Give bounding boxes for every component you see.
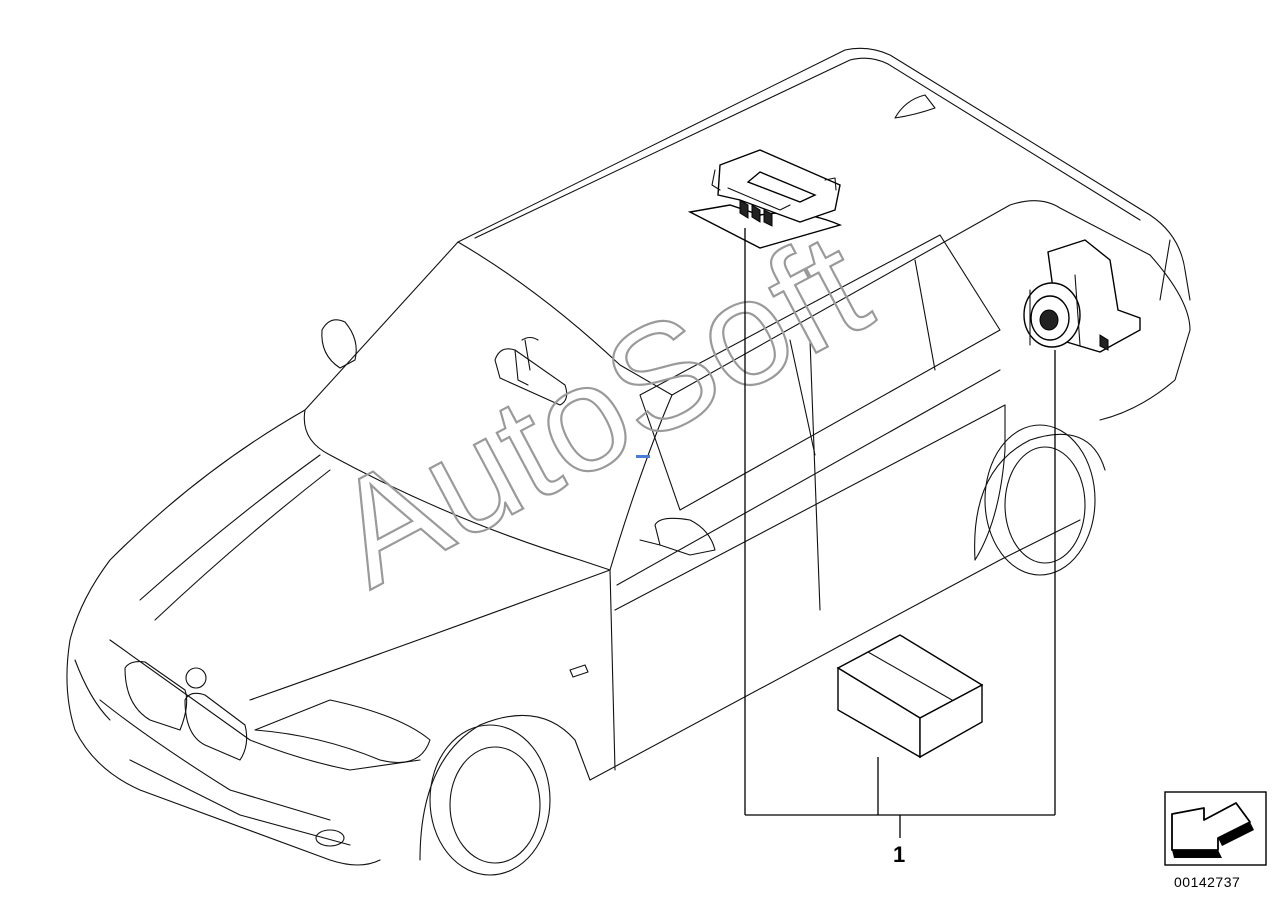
callout-leaders xyxy=(744,228,1056,838)
marker xyxy=(636,455,650,458)
control-unit-part xyxy=(687,149,843,249)
catalog-number: 00142737 xyxy=(1174,874,1240,890)
kit-box-part xyxy=(836,634,984,759)
sensor-part xyxy=(1023,239,1141,353)
callout-1: 1 xyxy=(893,842,905,867)
car-illustration xyxy=(66,47,1191,876)
direction-arrow-icon xyxy=(1164,791,1267,866)
